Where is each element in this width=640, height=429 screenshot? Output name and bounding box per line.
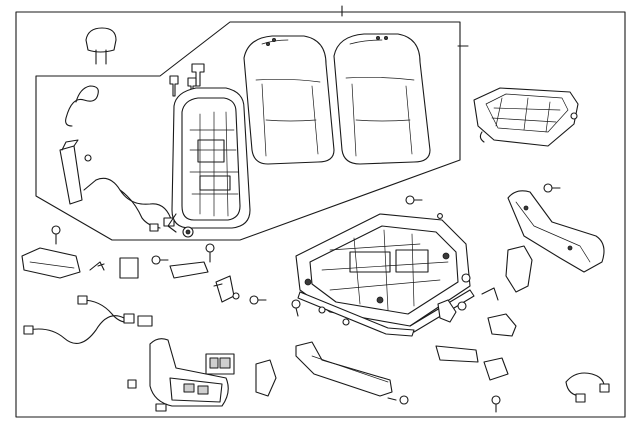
lumbar-bracket <box>59 139 97 205</box>
seat-back-cover <box>333 33 431 165</box>
side-shield-left <box>149 338 229 407</box>
wire-harness-lower <box>23 295 610 403</box>
back-wire-harness <box>65 85 175 232</box>
side-shield-right <box>505 190 605 293</box>
bolts <box>51 183 561 413</box>
seat-back-group <box>35 21 461 241</box>
front-trim <box>21 247 393 397</box>
seat-track-frame <box>295 213 475 337</box>
headrest <box>85 27 117 65</box>
brackets <box>89 257 517 381</box>
headrest-guide <box>169 63 205 97</box>
seat-back-pad <box>243 35 335 165</box>
seat-switch <box>205 353 277 397</box>
clips <box>97 263 240 412</box>
seat-back-frame <box>167 87 251 238</box>
cushion-pad <box>473 87 579 147</box>
